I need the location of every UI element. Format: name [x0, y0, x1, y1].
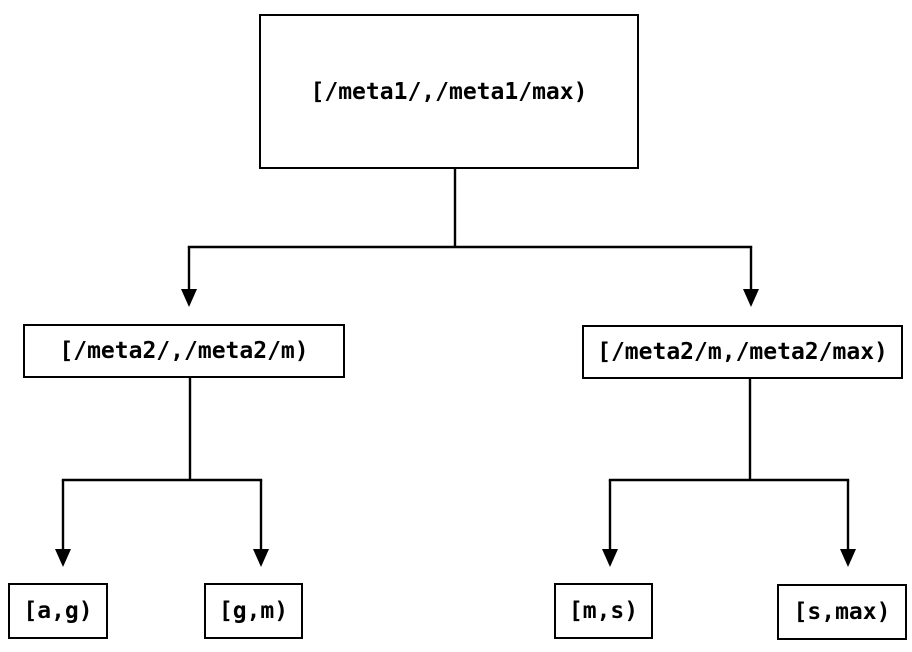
tree-node-leaf-a-g: [a,g) — [8, 583, 108, 639]
tree-node-meta2-low: [/meta2/,/meta2/m) — [23, 324, 345, 378]
tree-node-leaf-s-max: [s,max) — [777, 584, 907, 640]
arrowhead-icon — [253, 549, 269, 567]
arrowhead-icon — [840, 549, 856, 567]
arrowhead-icon — [743, 289, 759, 307]
arrowhead-icon — [602, 549, 618, 567]
tree-node-label: [/meta2/,/meta2/m) — [59, 338, 309, 364]
tree-node-leaf-m-s: [m,s) — [554, 583, 653, 639]
tree-node-label: [g,m) — [218, 598, 289, 624]
tree-node-label: [s,max) — [793, 599, 891, 625]
tree-node-label: [m,s) — [568, 598, 639, 624]
arrowhead-icon — [181, 289, 197, 307]
arrowhead-icon — [55, 549, 71, 567]
tree-node-label: [/meta1/,/meta1/max) — [310, 78, 588, 105]
tree-node-label: [/meta2/m,/meta2/max) — [597, 339, 888, 365]
tree-node-leaf-g-m: [g,m) — [204, 583, 303, 639]
tree-node-meta2-high: [/meta2/m,/meta2/max) — [582, 325, 903, 379]
tree-node-label: [a,g) — [23, 598, 93, 624]
tree-node-root: [/meta1/,/meta1/max) — [259, 14, 639, 169]
